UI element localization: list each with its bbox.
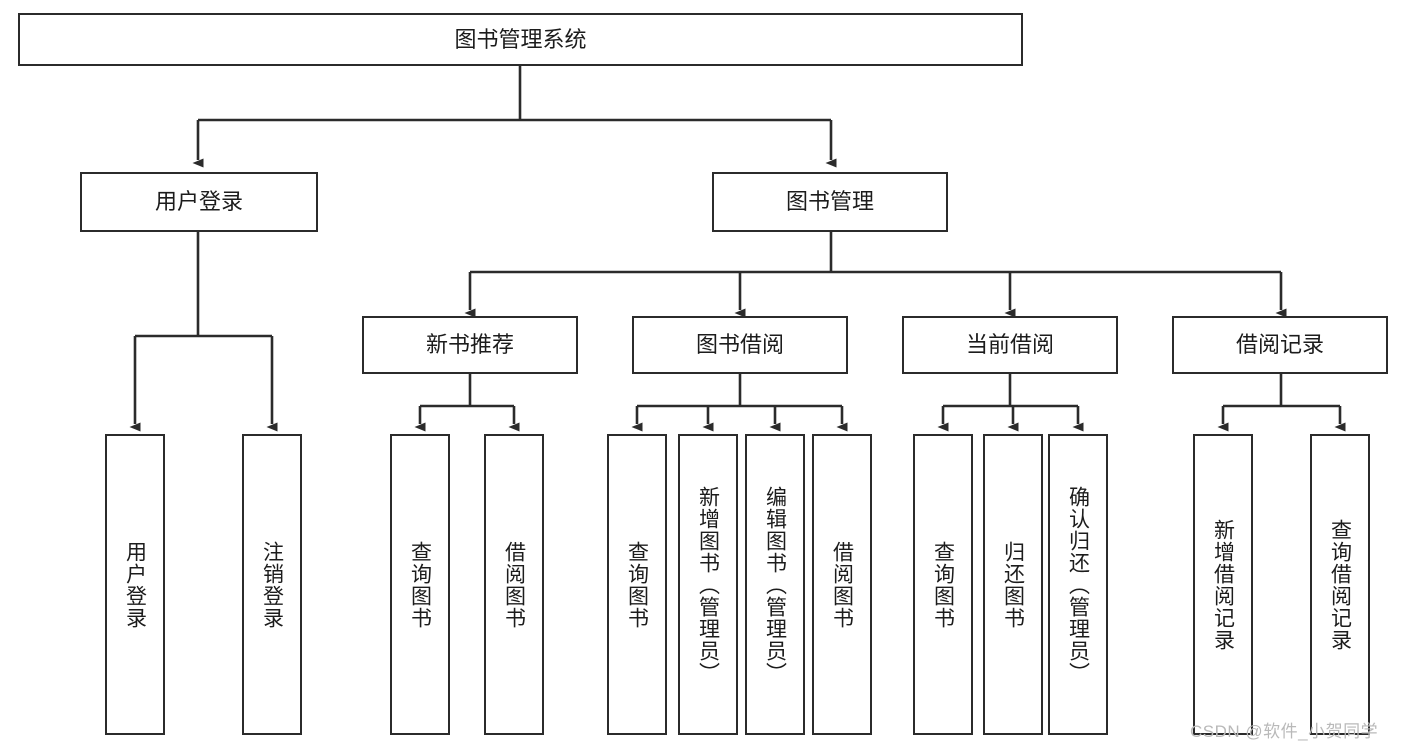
node-leaf-query-record[interactable]: 查询借阅记录 [1310, 434, 1370, 735]
node-leaf-borrow-book-1[interactable]: 借阅图书 [484, 434, 544, 735]
node-leaf-add-record[interactable]: 新增借阅记录 [1193, 434, 1253, 735]
node-root[interactable]: 图书管理系统 [18, 13, 1023, 66]
node-new-book-rec[interactable]: 新书推荐 [362, 316, 578, 374]
node-leaf-edit-book[interactable]: 编辑图书（管理员） [745, 434, 805, 735]
node-leaf-add-book-label: 新增图书（管理员） [696, 485, 720, 684]
node-current-borrow[interactable]: 当前借阅 [902, 316, 1118, 374]
node-leaf-query-book-2-label: 查询图书 [625, 540, 649, 629]
node-leaf-query-book-1[interactable]: 查询图书 [390, 434, 450, 735]
node-leaf-logout[interactable]: 注销登录 [242, 434, 302, 735]
node-book-borrow[interactable]: 图书借阅 [632, 316, 848, 374]
node-leaf-confirm-return-label: 确认归还（管理员） [1066, 485, 1090, 684]
node-book-borrow-label: 图书借阅 [695, 332, 784, 358]
node-borrow-record-label: 借阅记录 [1235, 332, 1324, 358]
node-leaf-user-login-label: 用户登录 [123, 540, 147, 629]
node-leaf-borrow-book-2[interactable]: 借阅图书 [812, 434, 872, 735]
node-leaf-query-book-1-label: 查询图书 [408, 540, 432, 629]
node-leaf-query-book-2[interactable]: 查询图书 [607, 434, 667, 735]
node-leaf-return-book-label: 归还图书 [1001, 540, 1025, 629]
node-leaf-add-book[interactable]: 新增图书（管理员） [678, 434, 738, 735]
node-leaf-borrow-book-2-label: 借阅图书 [830, 540, 854, 629]
node-leaf-query-book-3-label: 查询图书 [931, 540, 955, 629]
node-leaf-borrow-book-1-label: 借阅图书 [502, 540, 526, 629]
node-leaf-add-record-label: 新增借阅记录 [1211, 518, 1235, 651]
node-book-manage-label: 图书管理 [785, 189, 874, 215]
node-leaf-confirm-return[interactable]: 确认归还（管理员） [1048, 434, 1108, 735]
node-leaf-query-book-3[interactable]: 查询图书 [913, 434, 973, 735]
node-leaf-logout-label: 注销登录 [260, 540, 284, 629]
node-leaf-query-record-label: 查询借阅记录 [1328, 518, 1352, 651]
node-user-login-label: 用户登录 [154, 189, 243, 215]
node-borrow-record[interactable]: 借阅记录 [1172, 316, 1388, 374]
node-new-book-rec-label: 新书推荐 [425, 332, 514, 358]
node-leaf-return-book[interactable]: 归还图书 [983, 434, 1043, 735]
node-leaf-edit-book-label: 编辑图书（管理员） [763, 485, 787, 684]
node-leaf-user-login[interactable]: 用户登录 [105, 434, 165, 735]
node-root-label: 图书管理系统 [454, 26, 587, 52]
node-book-manage[interactable]: 图书管理 [712, 172, 948, 232]
node-current-borrow-label: 当前借阅 [965, 332, 1054, 358]
node-user-login[interactable]: 用户登录 [80, 172, 318, 232]
